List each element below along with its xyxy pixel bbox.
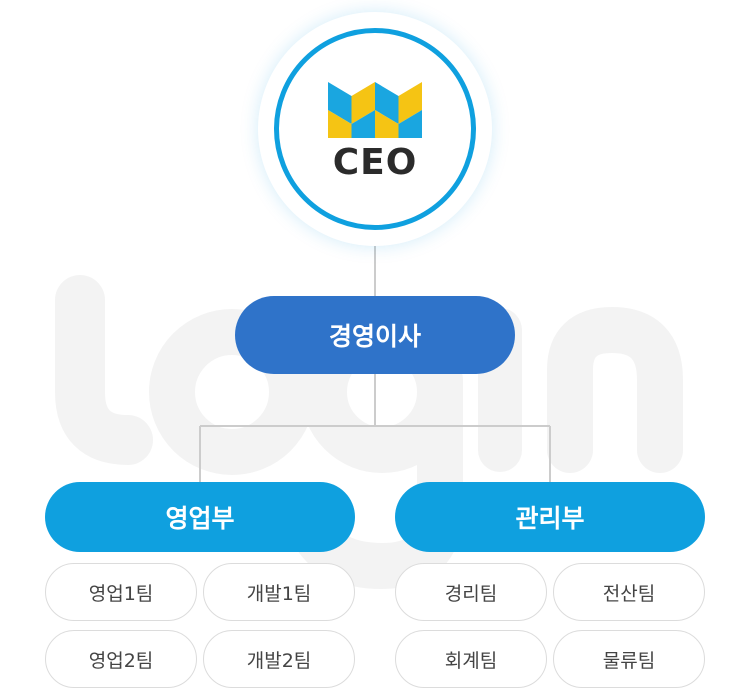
team-node: 영업1팀 <box>45 563 197 621</box>
team-label: 영업1팀 <box>88 582 154 605</box>
executive-label: 경영이사 <box>328 322 421 351</box>
team-node: 개발2팀 <box>203 630 355 688</box>
team-label: 영업2팀 <box>88 649 154 672</box>
team-node: 물류팀 <box>553 630 705 688</box>
ceo-label: CEO <box>332 142 418 183</box>
team-node: 영업2팀 <box>45 630 197 688</box>
team-label: 개발1팀 <box>246 582 312 605</box>
company-logo-icon <box>328 82 422 138</box>
team-node: 회계팀 <box>395 630 547 688</box>
executive-node: 경영이사 <box>235 296 515 374</box>
department-admin: 관리부 <box>395 482 705 552</box>
team-label: 경리팀 <box>444 582 498 605</box>
team-node: 경리팀 <box>395 563 547 621</box>
team-label: 전산팀 <box>602 582 656 605</box>
team-node: 개발1팀 <box>203 563 355 621</box>
team-label: 개발2팀 <box>246 649 312 672</box>
department-admin-label: 관리부 <box>515 504 585 533</box>
department-sales-label: 영업부 <box>165 504 235 533</box>
team-label: 회계팀 <box>444 649 498 672</box>
team-label: 물류팀 <box>602 649 656 672</box>
team-node: 전산팀 <box>553 563 705 621</box>
department-sales: 영업부 <box>45 482 355 552</box>
